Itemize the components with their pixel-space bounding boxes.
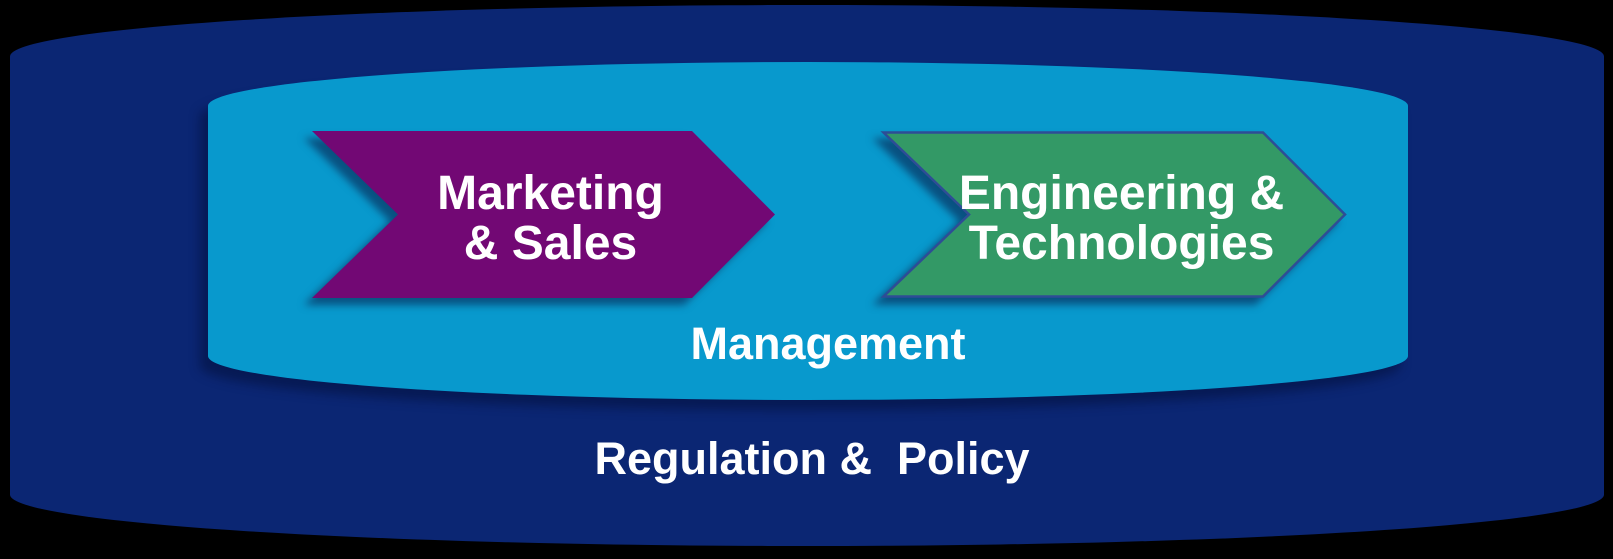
engineering-technologies-label: Engineering & Technologies: [882, 131, 1347, 298]
marketing-sales-label: Marketing & Sales: [312, 131, 775, 298]
marketing-sales-label-line2: & Sales: [463, 216, 638, 270]
engineering-technologies-chevron: [880, 131, 1347, 298]
marketing-sales-chevron: [312, 131, 775, 298]
marketing-sales-label-line1: Marketing: [437, 166, 664, 220]
chevron-shape: [880, 131, 1347, 298]
marketing-sales-arrow: Marketing & Sales: [312, 131, 775, 298]
engineering-technologies-label-line1: Engineering &: [958, 166, 1285, 220]
regulation-policy-label: Regulation & Policy: [594, 433, 1030, 484]
engineering-technologies-label-line2: Technologies: [968, 216, 1275, 270]
chevron-shape: [312, 131, 775, 298]
engineering-technologies-arrow: Engineering & Technologies: [880, 131, 1347, 298]
management-label: Management: [690, 318, 966, 369]
